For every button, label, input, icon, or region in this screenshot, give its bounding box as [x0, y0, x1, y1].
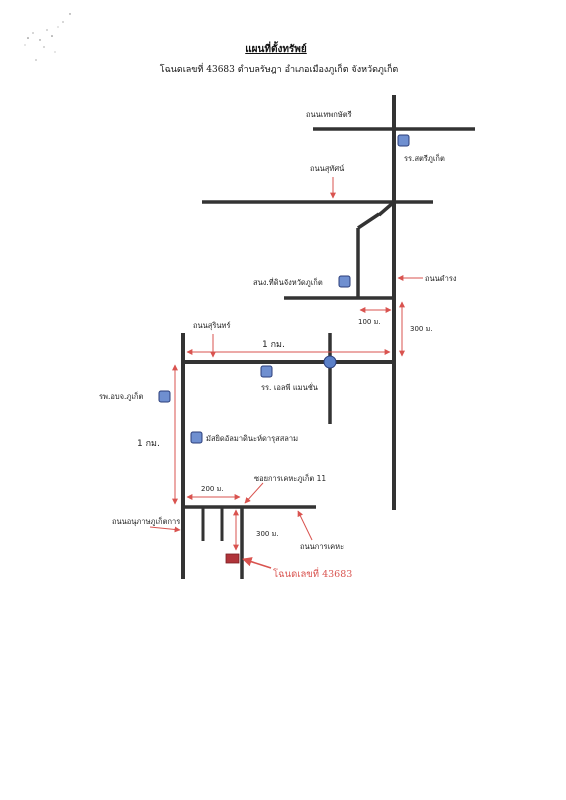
distance-1km-horizontal: 1 กม.	[262, 340, 285, 350]
label-kehakan: ถนนการเคหะ	[300, 542, 344, 551]
target-plot	[225, 553, 240, 564]
label-damrong: ถนนดำรง	[425, 274, 457, 283]
map-title: แผนที่ตั้งทรัพย์	[245, 41, 307, 55]
landmark-mosque	[190, 431, 203, 444]
distance-200m: 200 ม.	[201, 485, 223, 493]
label-soi-keha-11: ซอยการเคหะภูเก็ต 11	[254, 473, 326, 483]
arrow-kehakan	[297, 510, 313, 541]
landmark-hospital	[158, 390, 171, 403]
arrow-soi-keha-11	[244, 482, 264, 504]
label-hospital: รพ.อบจ.ภูเก็ต	[99, 391, 143, 401]
label-school-ls: รร. เอลพี แมนชั่น	[261, 382, 318, 392]
scan-noise	[24, 13, 71, 61]
distance-100m: 100 ม.	[358, 318, 380, 326]
arrow-anuphas	[149, 526, 181, 533]
distance-1km-vertical: 1 กม.	[137, 439, 160, 449]
label-satri-school: รร.สตรีภูเก็ต	[404, 153, 445, 163]
map-subtitle: โฉนดเลขที่ 43683 ตำบลรัษฎา อำเภอเมืองภูเ…	[160, 62, 399, 75]
label-land-office: สนง.ที่ดินจังหวัดภูเก็ต	[253, 277, 323, 287]
label-sutthat: ถนนสุทัศน์	[310, 164, 344, 173]
label-thepkrasattri: ถนนเทพกษัตรี	[306, 110, 352, 119]
landmark-school-ls	[260, 365, 273, 378]
distance-300m-bottom: 300 ม.	[256, 530, 278, 538]
distance-300m-top: 300 ม.	[410, 325, 432, 333]
label-anuphas: ถนนอนุภาษภูเก็ตการ	[112, 516, 180, 526]
intersection-circle	[323, 355, 337, 369]
road-diagonal	[377, 200, 396, 217]
landmark-land-office	[338, 275, 351, 288]
landmark-satri-school	[397, 134, 410, 147]
label-mosque: มัสยิดอัลมาดินะห์ดารุสสลาม	[206, 434, 298, 443]
arrow-target	[242, 557, 272, 569]
road-diagonal-2	[357, 212, 380, 230]
target-label: โฉนดเลขที่ 43683	[273, 567, 352, 580]
label-surin: ถนนสุรินทร์	[193, 321, 231, 330]
